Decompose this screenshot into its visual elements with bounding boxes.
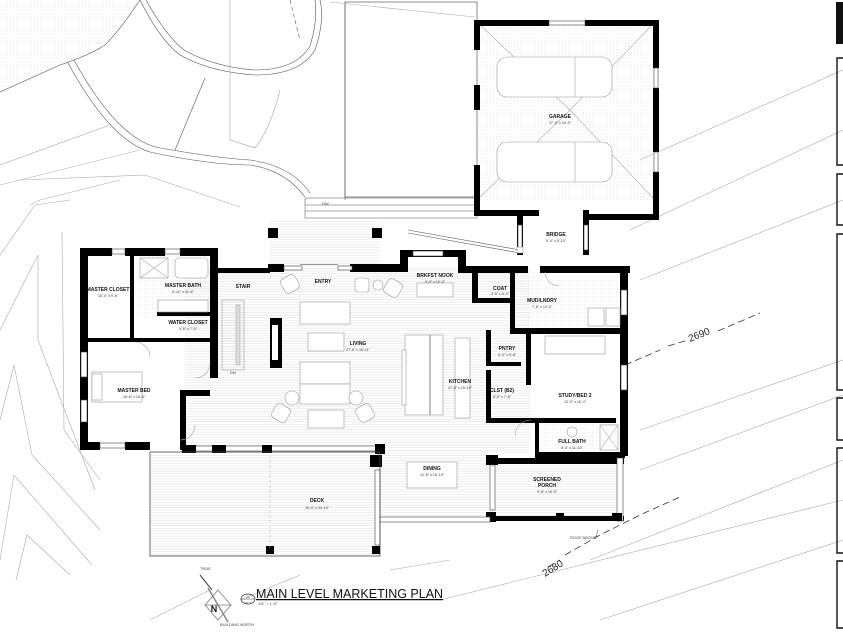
room-label-coat: COAT bbox=[493, 286, 507, 292]
sidebar-panel-5 bbox=[836, 447, 843, 554]
contour-label-2690: 2690 bbox=[687, 326, 712, 345]
room-dims-dining: 12'-6" x 16'-10" bbox=[420, 473, 445, 477]
room-dims-garage: 27'-0" x 24'-0" bbox=[549, 121, 572, 125]
sidebar-panel-2 bbox=[836, 173, 843, 226]
room-dims-bridge: 9'-0" x 5'-10" bbox=[546, 239, 567, 243]
room-label-pntry: PNTRY bbox=[499, 346, 516, 352]
furniture bbox=[91, 257, 621, 489]
room-label-screened-porch-1: SCREENED bbox=[533, 477, 561, 483]
room-label-living: LIVING bbox=[350, 341, 367, 347]
fireplace-tag: FIREPLACE WALL bbox=[272, 325, 277, 360]
room-dims-deck: 15'-0" x 34'-10" bbox=[305, 506, 330, 510]
room-dims-study-bed2: 13'-0" x 16'-4" bbox=[564, 400, 587, 404]
sidebar-title-block bbox=[836, 2, 843, 44]
building-north-label: BUILDING NORTH bbox=[220, 622, 254, 627]
room-label-deck: DECK bbox=[310, 498, 325, 504]
room-label-water-closet: WATER CLOSET bbox=[168, 320, 207, 326]
true-north-tag: TRUE bbox=[200, 566, 211, 571]
room-label-entry: ENTRY bbox=[315, 279, 332, 285]
room-dims-master-bath: 9'-11" x 11'-6" bbox=[172, 290, 194, 294]
drawing-title: MAIN LEVEL MARKETING PLAN bbox=[256, 587, 443, 601]
room-label-screened-porch-2: PORCH bbox=[538, 483, 556, 489]
sidebar-panel-4 bbox=[836, 397, 843, 441]
sidebar-panel-1 bbox=[836, 57, 843, 166]
room-dims-pntry: 5'-4" x 5'-8" bbox=[498, 353, 517, 357]
room-dims-coat: 3'-0" x 5'-0" bbox=[491, 292, 510, 296]
room-label-clst-b2: CLST (B2) bbox=[490, 388, 515, 394]
north-arrow-icon: N TRUE BUILDING NORTH bbox=[199, 566, 254, 627]
room-dims-mudlndry: 7'-6" x 10'-0" bbox=[532, 305, 553, 309]
room-label-stair: STAIR bbox=[236, 284, 251, 290]
room-label-dining: DINING bbox=[423, 466, 441, 472]
detail-number: 1 bbox=[247, 594, 250, 599]
sidebar-panel-3 bbox=[836, 233, 843, 391]
contour-label-2680: 2680 bbox=[541, 558, 566, 579]
room-dims-master-bed: 16'-6" x 16'-8" bbox=[123, 395, 146, 399]
room-dims-master-closet: 10'-0" x 9'-6" bbox=[98, 294, 119, 298]
sheet-reference: A1.1 bbox=[245, 601, 252, 605]
drawing-title-block: N TRUE BUILDING NORTH 1 A1.1 MAIN LEVEL … bbox=[199, 566, 443, 627]
room-label-master-closet: MASTER CLOSET bbox=[87, 287, 130, 293]
room-label-bridge: BRIDGE bbox=[546, 232, 566, 238]
drawing-scale: 1/4" = 1'-0" bbox=[258, 601, 278, 606]
room-dims-kitchen: 17'-8" x 15'-10" bbox=[448, 386, 473, 390]
room-dims-water-closet: 5'-6" x 7'-0" bbox=[179, 327, 198, 331]
driveway-tag: DW bbox=[322, 201, 329, 206]
room-dims-screened-porch: 9'-8" x 15'-0" bbox=[537, 490, 558, 494]
room-label-study-bed2: STUDY/BED 2 bbox=[558, 393, 591, 399]
sidebar-panel-6 bbox=[836, 560, 843, 629]
room-label-mudlndry: MUD/LNDRY bbox=[527, 298, 557, 304]
room-label-master-bed: MASTER BED bbox=[117, 388, 150, 394]
room-dims-full-bath: 8'-0" x 11'-10" bbox=[561, 446, 584, 450]
room-dims-brkfst-nook: 9'-0" x 10'-0" bbox=[425, 280, 446, 284]
room-label-full-bath: FULL BATH bbox=[558, 439, 586, 445]
room-label-brkfst-nook: BRKFST NOOK bbox=[417, 273, 454, 279]
roof-above-note: ROOF ABOVE bbox=[570, 535, 597, 540]
garage: GARAGE 27'-0" x 24'-0" BRIDGE 9'-0" x 5'… bbox=[407, 20, 659, 255]
svg-text:N: N bbox=[211, 604, 218, 614]
room-dims-clst-b2: 5'-0" x 7'-6" bbox=[493, 395, 512, 399]
stair-direction: DN bbox=[230, 370, 236, 375]
room-label-kitchen: KITCHEN bbox=[449, 379, 472, 385]
room-label-garage: GARAGE bbox=[549, 114, 572, 120]
room-labels: MASTER CLOSET 10'-0" x 9'-6" MASTER BATH… bbox=[87, 273, 592, 510]
room-dims-living: 27'-6" x 15'-11" bbox=[346, 348, 371, 352]
sheet-sidebar bbox=[836, 2, 843, 629]
house-walls bbox=[80, 228, 630, 557]
room-label-master-bath: MASTER BATH bbox=[165, 283, 201, 289]
